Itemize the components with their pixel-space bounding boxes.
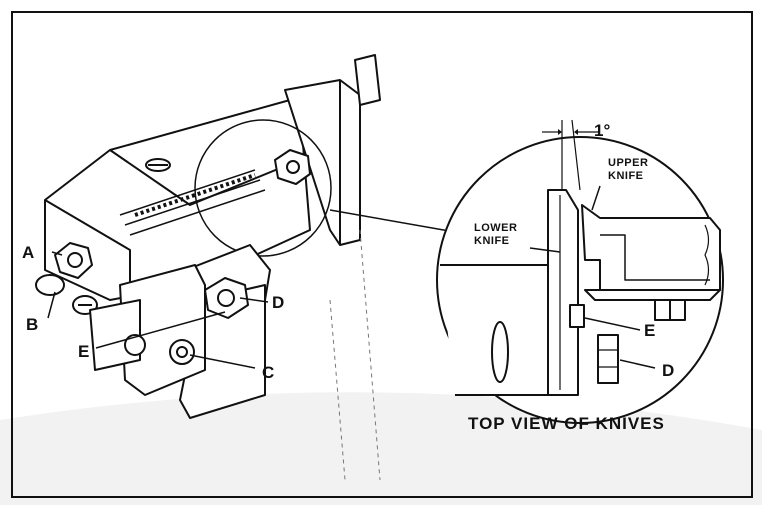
- label-angle: 1°: [594, 121, 611, 140]
- machine-assembly: [35, 54, 456, 481]
- label-a: A: [22, 243, 35, 262]
- outer-frame: [11, 11, 753, 498]
- watermark-band: [0, 392, 762, 505]
- label-upper-knife: UPPER KNIFE: [608, 157, 649, 182]
- label-e-left: E: [78, 342, 90, 361]
- top-view-magnifier: [436, 119, 724, 424]
- label-b: B: [26, 315, 39, 334]
- label-d-right: D: [662, 361, 675, 380]
- caption-top-view: TOP VIEW OF KNIVES: [468, 414, 665, 433]
- label-d-left: D: [272, 293, 285, 312]
- label-c: C: [262, 363, 275, 382]
- label-lower-knife: LOWER KNIFE: [474, 222, 518, 247]
- label-e-right: E: [644, 321, 656, 340]
